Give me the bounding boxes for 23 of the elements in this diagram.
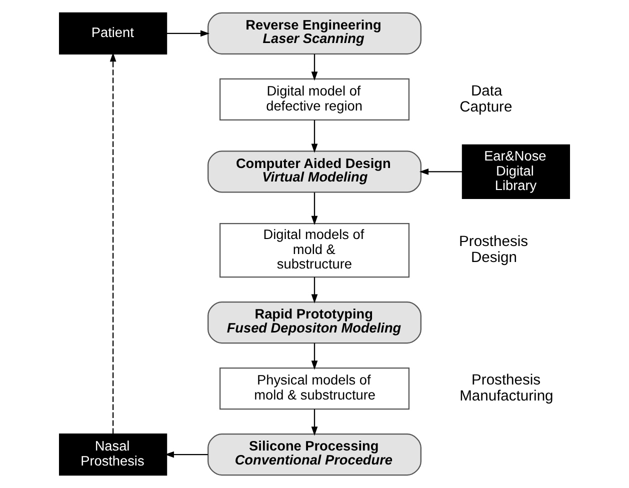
node-box: Nasal Prosthesis: [58, 434, 168, 476]
arrow: [166, 30, 210, 37]
arrow: [311, 120, 318, 153]
arrow: [311, 409, 318, 436]
node-box: Rapid Prototyping Fused Depositon Modeling: [208, 301, 422, 344]
arrow: [110, 52, 116, 434]
node-box: Physical models of mold & substructure: [219, 368, 410, 410]
arrow: [311, 192, 318, 225]
arrow: [419, 168, 462, 175]
arrow: [311, 343, 318, 370]
node-box: Silicone Processing Conventional Procedure: [208, 434, 422, 476]
node-box: Ear&Nose Digital Library: [462, 144, 570, 200]
label: Prosthesis Manufacturing: [460, 372, 554, 404]
node-box: Digital models of mold & substructure: [219, 222, 410, 278]
node-box: Reverse Engineering Laser Scanning: [208, 12, 422, 54]
arrow: [311, 277, 318, 304]
node-box: Digital model of defective region: [219, 78, 410, 120]
label: Data Capture: [460, 83, 512, 116]
arrow: [164, 451, 208, 458]
node-box: Computer Aided Design Virtual Modeling: [208, 150, 422, 193]
node-box: Patient: [58, 12, 168, 54]
label: Prosthesis Design: [459, 234, 528, 266]
arrow: [311, 54, 318, 81]
